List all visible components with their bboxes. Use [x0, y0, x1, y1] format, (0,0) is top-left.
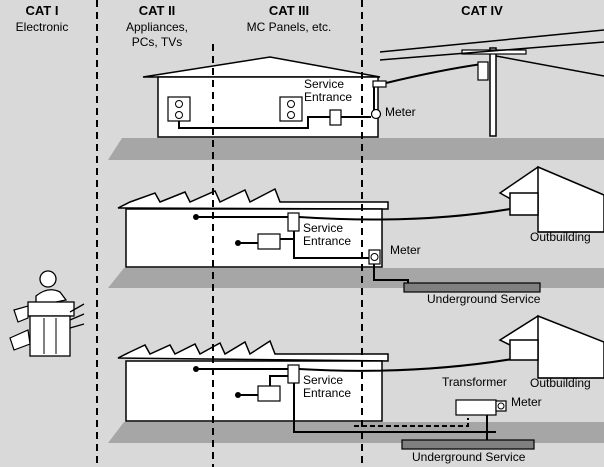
- cat2-title: CAT II: [139, 3, 176, 18]
- outbuilding-front: [509, 192, 539, 216]
- copier-tray: [69, 303, 85, 313]
- wiring-3c: [269, 375, 288, 386]
- copier-top: [27, 301, 75, 317]
- copier-tray: [69, 313, 85, 321]
- overhead-line-1: [385, 63, 483, 84]
- label-outbuilding-2: Outbuilding: [530, 230, 591, 244]
- underground-conduit-2: [403, 282, 541, 293]
- label-service-2: Service: [303, 221, 343, 235]
- wiring-2d: [293, 231, 370, 259]
- label-meter-3: Meter: [511, 395, 542, 409]
- meter-3: [497, 402, 505, 410]
- outbuilding-3: Outbuilding: [498, 314, 604, 390]
- service-head-1: [372, 80, 387, 88]
- factory-sawtooth-roof: [117, 187, 389, 210]
- meter-1: [370, 108, 382, 120]
- copier-body: [29, 315, 71, 357]
- outbuilding-side: [537, 314, 604, 379]
- outlet-socket-top: [287, 100, 295, 108]
- copier-tray: [69, 323, 85, 329]
- label-service-1: Service: [304, 77, 344, 91]
- meter-2: [370, 253, 379, 261]
- ground-strip-1: [108, 138, 604, 160]
- service-panel-3: [287, 364, 300, 384]
- pole-transformer: [477, 61, 489, 81]
- label-transformer-3: Transformer: [442, 375, 507, 389]
- pole-shaft: [489, 47, 497, 137]
- service-panel-2: [287, 212, 300, 232]
- house-roof: [142, 56, 381, 78]
- wiring-3e-dashed: [354, 418, 469, 427]
- service-panel-1: [329, 109, 342, 126]
- label-meter-2: Meter: [390, 243, 421, 257]
- outbuilding-front: [509, 339, 539, 361]
- label-entrance-1: Entrance: [304, 90, 352, 104]
- cat4-title: CAT IV: [461, 3, 503, 18]
- factory-sawtooth-roof: [117, 339, 389, 362]
- line-to-outbuilding-2: [298, 207, 517, 221]
- outlet-socket-bottom: [175, 111, 183, 119]
- power-line-b: [379, 41, 604, 61]
- cat2-subtitle: Appliances,: [126, 20, 188, 34]
- label-outbuilding-3: Outbuilding: [530, 376, 591, 390]
- cat1-title: CAT I: [26, 3, 59, 18]
- outlet-socket-bottom: [287, 111, 295, 119]
- wiring-1: [178, 116, 330, 129]
- outlet-socket-top: [175, 100, 183, 108]
- house-row-1: Service Entrance Meter: [142, 56, 483, 138]
- cat3-title: CAT III: [269, 3, 309, 18]
- cat3-subtitle: MC Panels, etc.: [247, 20, 332, 34]
- power-line-c: [495, 55, 604, 77]
- outbuilding-side: [537, 165, 604, 233]
- transformer-pad: [455, 399, 497, 416]
- label-underground-2: Underground Service: [427, 292, 541, 306]
- cat1-subtitle: Electronic: [16, 20, 69, 34]
- label-meter-1: Meter: [385, 105, 416, 119]
- outlet-box-cat3: [279, 96, 303, 122]
- power-line-a: [379, 29, 604, 53]
- factory-row-2: Service Entrance Meter Underground Servi…: [117, 187, 541, 306]
- outbuilding-2: Outbuilding: [498, 165, 604, 244]
- electronic-equipment: [9, 270, 85, 357]
- label-underground-3: Underground Service: [412, 450, 526, 464]
- wiring-3d: [293, 383, 496, 433]
- operator-head: [39, 270, 57, 288]
- paper-output: [13, 305, 29, 323]
- underground-conduit-3: [401, 439, 535, 450]
- cat2-subtitle2: PCs, TVs: [132, 35, 182, 49]
- paper-output: [9, 329, 31, 351]
- pole-crossarm: [461, 49, 527, 55]
- label-entrance-3: Entrance: [303, 386, 351, 400]
- factory-row-3: Service Entrance Transformer Meter Under…: [117, 339, 542, 464]
- line-to-outbuilding-3: [298, 355, 531, 372]
- machine-box-3: [257, 385, 281, 402]
- label-service-3: Service: [303, 373, 343, 387]
- label-entrance-2: Entrance: [303, 234, 351, 248]
- machine-box-2: [257, 233, 281, 250]
- utility-pole: [379, 29, 604, 137]
- meter-box-3: [495, 400, 507, 412]
